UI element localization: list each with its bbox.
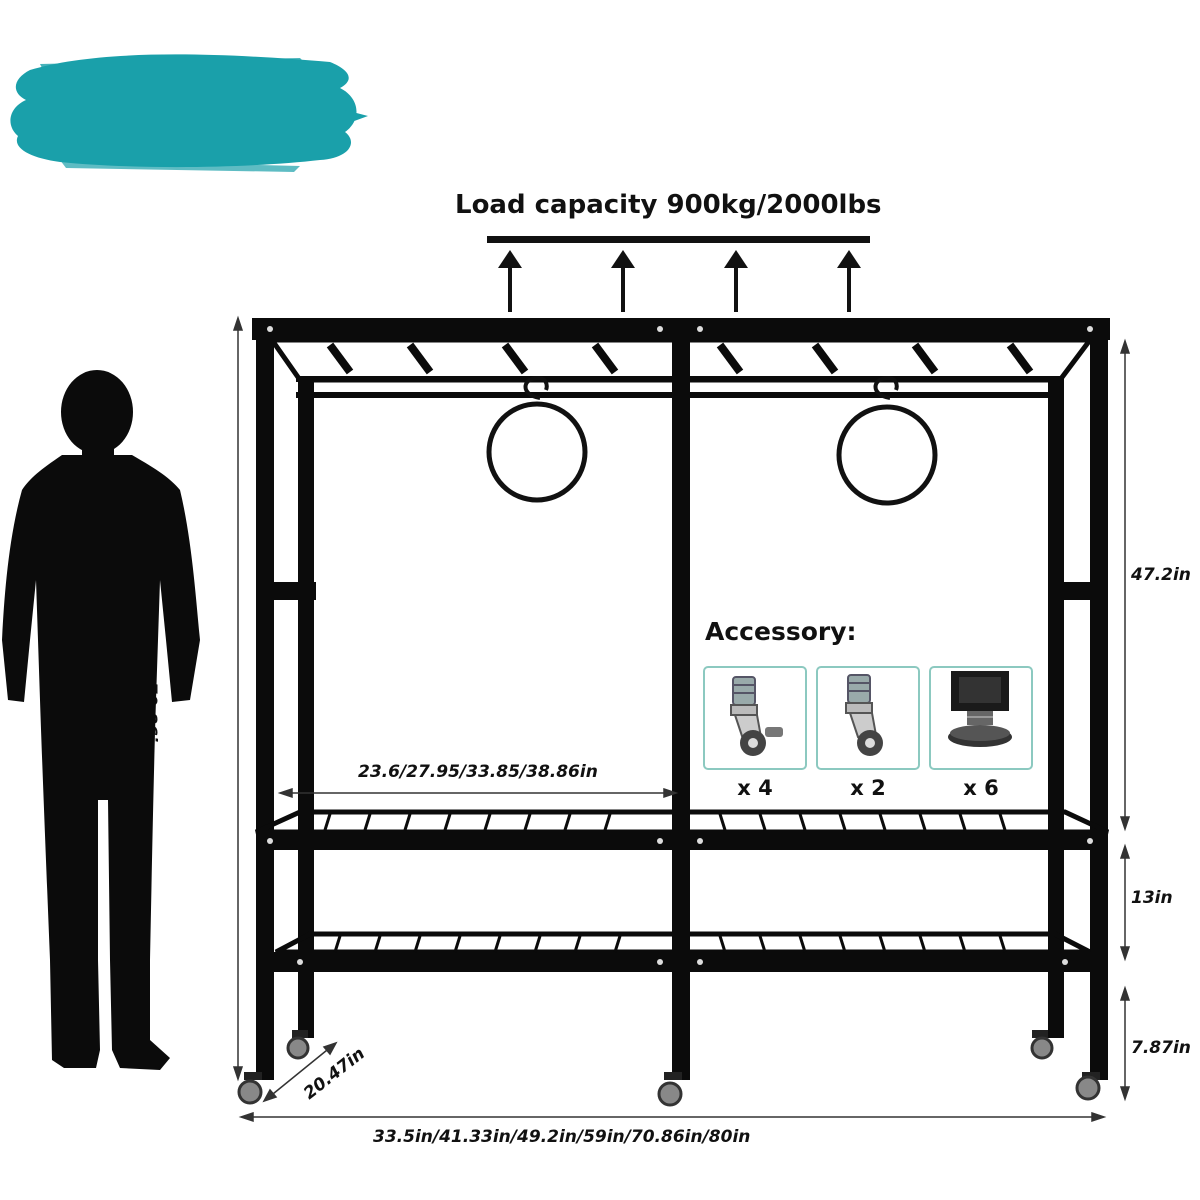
page-title: Product Size : (48, 92, 336, 133)
total-width-label: 33.5in/41.33in/49.2in/59in/70.86in/80in (373, 1127, 751, 1147)
rack-caster-icon (237, 1030, 1101, 1107)
accessory-card (816, 666, 920, 770)
hook-load-left-label: 100kg 220lbs (487, 433, 587, 475)
accessory-qty: x 2 (850, 776, 886, 800)
bottom-clearance-label: 7.87in (1131, 1038, 1191, 1058)
load-arrow-icon (498, 250, 522, 312)
hook-load-right-label: 100kg 220lbs (837, 436, 937, 478)
hook-load-kg: 100kg (504, 432, 570, 454)
accessory-card (929, 666, 1033, 770)
depth-label: 20.47in (300, 1043, 369, 1104)
load-arrow-icon (837, 250, 861, 312)
hook-load-lbs: 220lbs (501, 453, 573, 475)
total-height-label: 70.86in (140, 682, 160, 754)
load-arrow-icon (611, 250, 635, 312)
load-capacity-label: Load capacity 900kg/2000lbs (455, 190, 882, 220)
person-silhouette-icon (2, 370, 200, 1070)
accessory-qty: x 6 (963, 776, 999, 800)
accessory-qty: x 4 (737, 776, 773, 800)
upper-height-label: 47.2in (1131, 565, 1191, 585)
hook-load-kg: 100kg (854, 435, 920, 457)
accessory-title: Accessory: (705, 617, 857, 646)
hook-load-lbs: 220lbs (851, 456, 923, 478)
shelf-gap-label: 13in (1131, 888, 1173, 908)
load-arrow-icon (724, 250, 748, 312)
accessory-card (703, 666, 807, 770)
shelf-width-label: 23.6/27.95/33.85/38.86in (358, 762, 598, 782)
load-capacity-indicator (487, 236, 870, 312)
